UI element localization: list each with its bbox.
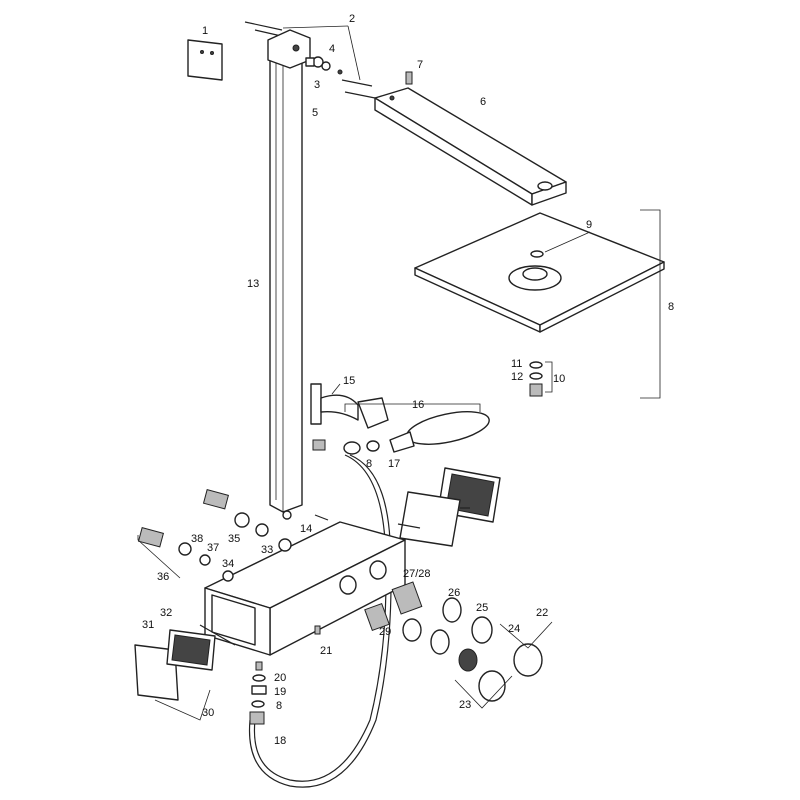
label-19: 19 [274,686,286,698]
inlet-fittings-parts-33-38 [137,489,329,582]
label-2: 2 [349,13,355,25]
label-4: 4 [329,43,335,55]
label-32: 32 [160,607,172,619]
label-29: 29 [379,626,391,638]
label-8b: 8 [366,458,372,470]
label-13: 13 [247,278,259,290]
label-10: 10 [553,373,565,385]
label-18: 18 [274,735,286,747]
label-23: 23 [459,699,471,711]
label-33: 33 [261,544,273,556]
label-9: 9 [586,219,592,231]
overhead-shower-part-8 [414,209,665,399]
fittings-parts-3-4 [305,56,343,75]
label-27-28: 27/28 [403,568,431,580]
label-16: 16 [412,399,424,411]
label-8: 8 [668,301,674,313]
label-14: 14 [300,523,312,535]
label-22: 22 [536,607,548,619]
label-25: 25 [476,602,488,614]
shower-column-part-13 [267,29,311,513]
label-12: 12 [511,371,523,383]
label-38: 38 [191,533,203,545]
label-35: 35 [228,533,240,545]
cover-plates-parts-30-32 [134,624,236,721]
label-3: 3 [314,79,320,91]
label-24: 24 [508,623,520,635]
label-5: 5 [312,107,318,119]
label-20: 20 [274,672,286,684]
label-26: 26 [448,587,460,599]
label-1: 1 [202,25,208,37]
label-8c: 8 [276,700,282,712]
hose-connector-parts-19-20 [249,625,321,725]
label-15: 15 [343,375,355,387]
hand-shower-part-16 [312,403,490,455]
label-21: 21 [320,645,332,657]
label-17: 17 [388,458,400,470]
control-panel-parts [399,467,501,547]
part-number-labels: 1 2 3 4 5 6 7 8 9 10 11 12 13 14 15 16 8… [142,13,674,747]
label-30: 30 [202,707,214,719]
shower-hose-part-18 [248,454,392,788]
label-37: 37 [207,542,219,554]
label-11: 11 [511,358,522,370]
label-31: 31 [142,619,154,631]
hand-shower-holder-part-15 [310,383,389,429]
label-36: 36 [157,571,169,583]
label-34: 34 [222,558,234,570]
screws-part-2 [244,21,376,99]
label-6: 6 [480,96,486,108]
label-7: 7 [417,59,423,71]
wall-plate-part-1 [187,39,223,81]
cartridges-and-handles-parts-22-29 [364,523,553,709]
shower-arm-part-6 [374,71,567,206]
thermostat-body [204,521,406,656]
